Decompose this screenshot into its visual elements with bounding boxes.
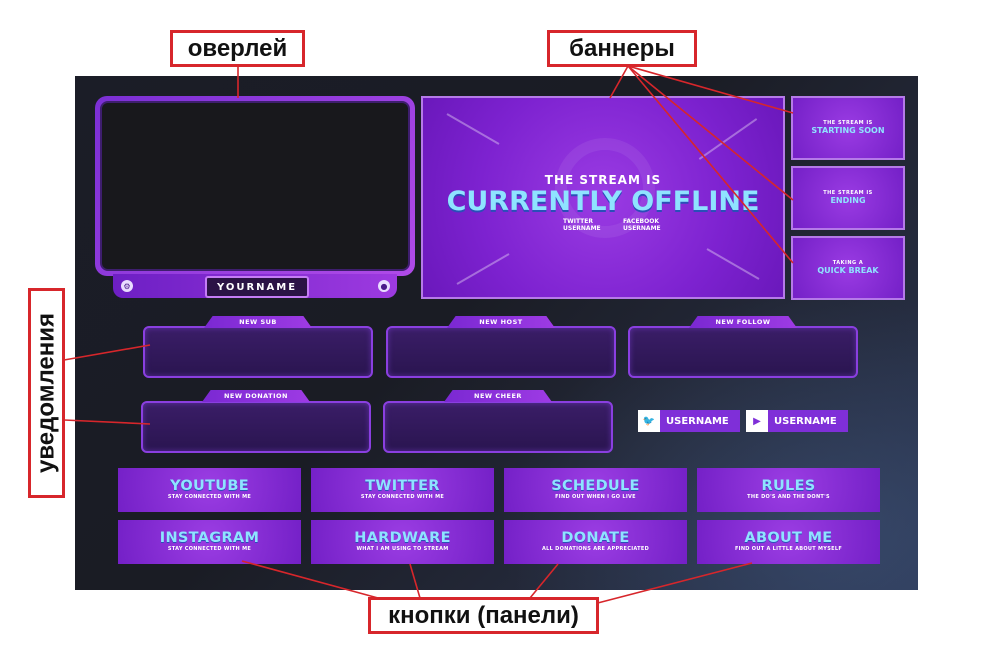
alert-new-donation bbox=[141, 401, 371, 453]
twitter-icon: 🐦 bbox=[638, 410, 660, 432]
steam-icon: ⚙ bbox=[121, 280, 133, 292]
youtube-icon: ▶ bbox=[746, 410, 768, 432]
webcam-area bbox=[100, 101, 410, 271]
twitter-tag: 🐦 USERNAME bbox=[638, 410, 740, 432]
alert-label: NEW HOST bbox=[447, 316, 555, 328]
alert-new-host bbox=[386, 326, 616, 378]
alert-new-sub bbox=[143, 326, 373, 378]
callout-buttons: кнопки (панели) bbox=[368, 597, 599, 634]
offline-line2: CURRENTLY OFFLINE bbox=[446, 186, 760, 217]
callout-banners: баннеры bbox=[547, 30, 697, 67]
offline-line1: THE STREAM IS bbox=[544, 173, 662, 187]
webcam-frame bbox=[95, 96, 415, 276]
alert-label: NEW SUB bbox=[204, 316, 312, 328]
user-icon: ● bbox=[378, 280, 390, 292]
callout-overlay: оверлей bbox=[170, 30, 305, 67]
alert-label: NEW FOLLOW bbox=[689, 316, 797, 328]
webcam-overlay: ⚙ ● YOURNAME bbox=[95, 96, 415, 301]
alert-label: NEW DONATION bbox=[202, 390, 310, 402]
webcam-username: YOURNAME bbox=[205, 276, 309, 298]
youtube-tag: ▶ USERNAME bbox=[746, 410, 848, 432]
alert-new-follow bbox=[628, 326, 858, 378]
alert-new-cheer bbox=[383, 401, 613, 453]
callout-alerts: уведомления bbox=[28, 288, 65, 498]
alert-label: NEW CHEER bbox=[444, 390, 552, 402]
